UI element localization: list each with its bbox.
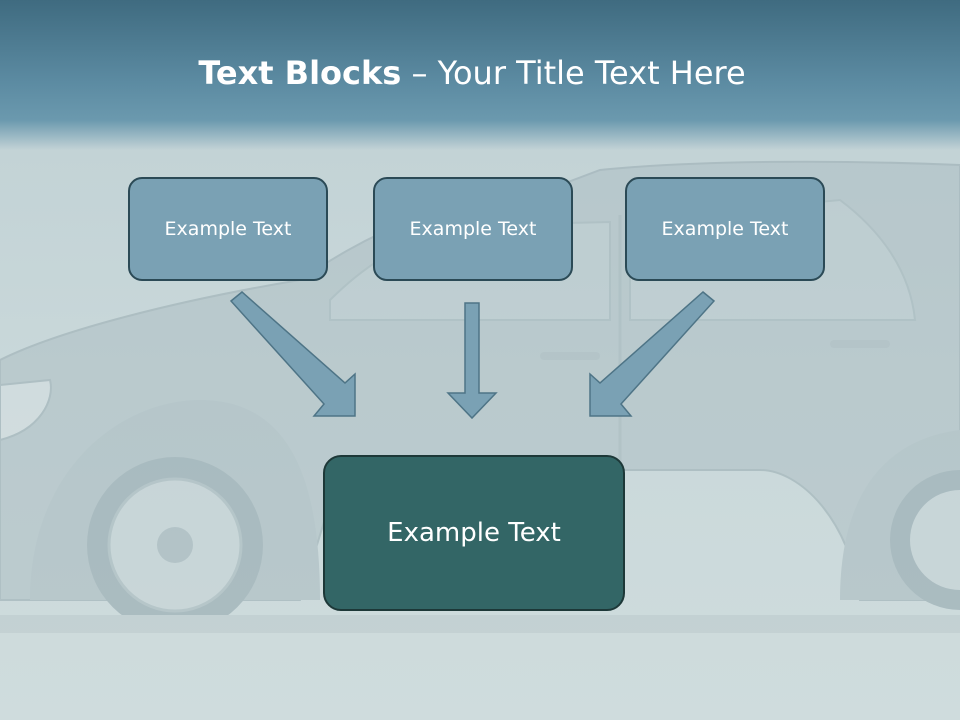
text-block-main: Example Text [323,455,625,611]
text-block-right: Example Text [625,177,825,281]
text-block-left: Example Text [128,177,328,281]
slide-title: Text Blocks – Your Title Text Here [0,54,944,92]
title-bold: Text Blocks [198,54,402,92]
header-band [0,0,960,150]
arrow-down-icon [446,302,498,420]
title-rest: – Your Title Text Here [401,54,746,92]
arrow-right-icon [589,291,716,417]
arrow-left-icon [229,291,356,417]
text-block-center: Example Text [373,177,573,281]
